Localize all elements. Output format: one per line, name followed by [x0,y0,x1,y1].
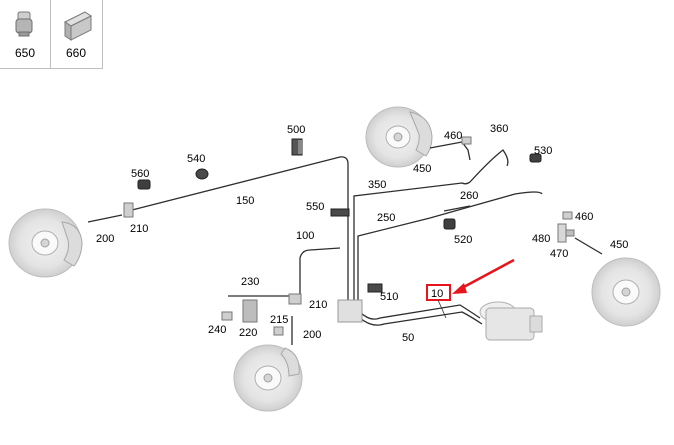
callout-200-rear: 200 [303,329,321,341]
part-220-bracket[interactable] [242,299,258,323]
callout-520: 520 [454,234,472,246]
legend-item-660[interactable]: 660 [50,0,101,68]
brake-line-150 [131,156,349,300]
brake-line-350-360 [353,149,509,300]
plug-icon [15,11,33,37]
brake-disc-front-right[interactable] [365,106,433,168]
brake-line-250-260 [357,191,543,300]
callout-260: 260 [460,190,478,202]
brake-hose-450-front [429,141,463,149]
callout-480: 480 [532,233,550,245]
legend-label-660: 660 [65,46,87,60]
callout-210-rear: 210 [309,299,327,311]
hex-fitting-icon [64,11,92,41]
callout-540: 540 [187,153,205,165]
callout-450-front: 450 [413,163,431,175]
callout-500: 500 [287,124,305,136]
distribution-block[interactable] [337,299,363,323]
part-10-master-cylinder[interactable] [479,301,543,341]
callout-220: 220 [239,327,257,339]
callout-550: 550 [306,201,324,213]
part-460-fitting-front[interactable] [461,136,472,145]
callout-460-rear: 460 [575,211,593,223]
legend-item-650[interactable]: 650 [0,0,50,68]
legend-label-650: 650 [14,46,36,60]
brake-line-200-front [87,214,123,223]
part-500-clip[interactable] [291,138,303,156]
callout-230: 230 [241,276,259,288]
callout-360: 360 [490,123,508,135]
part-460-fitting-rear[interactable] [562,211,573,220]
highlight-arrow-head [452,283,467,294]
callout-560: 560 [131,168,149,180]
callout-530: 530 [534,145,552,157]
callout-250: 250 [377,212,395,224]
callout-50: 50 [402,332,414,344]
callout-240: 240 [208,324,226,336]
part-560-connector[interactable] [137,179,151,190]
brake-line-rear-right [443,205,471,212]
callout-labels: 500 460 360 530 450 560 540 350 150 260 … [96,123,628,344]
callout-510: 510 [380,291,398,303]
highlighted-callout-10[interactable]: 10 [426,258,515,319]
brake-line-100 [299,247,341,298]
part-540-grommet[interactable] [195,168,209,180]
callout-470: 470 [550,248,568,260]
part-510-clip[interactable] [367,283,383,293]
callout-150: 150 [236,195,254,207]
brake-line-50 [359,304,481,320]
part-240-screw[interactable] [221,311,233,321]
callout-200-front: 200 [96,233,114,245]
part-520-sensor[interactable] [443,218,456,230]
callout-350: 350 [368,179,386,191]
callout-210-front: 210 [130,223,148,235]
part-210-bracket-front[interactable] [123,202,134,218]
brake-hose-450-rear [574,237,603,255]
callout-10: 10 [431,288,443,300]
brake-line-10 [359,311,483,326]
part-550-clip-strip[interactable] [330,208,350,217]
part-215-screw[interactable] [273,326,284,336]
highlight-arrow-shaft [459,258,515,291]
parts-legend: 650 660 [0,0,103,69]
part-530-sensor[interactable] [529,153,542,163]
brake-disc-rear-right[interactable] [591,257,661,327]
brake-disc-rear-left[interactable] [233,344,303,412]
highlight-box [426,284,451,301]
brake-line-460-tail [461,141,471,161]
part-210-bracket-rear[interactable] [288,293,302,305]
brake-disc-front-left[interactable] [8,208,83,278]
callout-100: 100 [296,230,314,242]
brake-lines [87,141,603,345]
part-470-480-valve[interactable] [557,223,575,243]
callout-215: 215 [270,314,288,326]
callout-450-rear: 450 [610,239,628,251]
callout-460-front: 460 [444,130,462,142]
